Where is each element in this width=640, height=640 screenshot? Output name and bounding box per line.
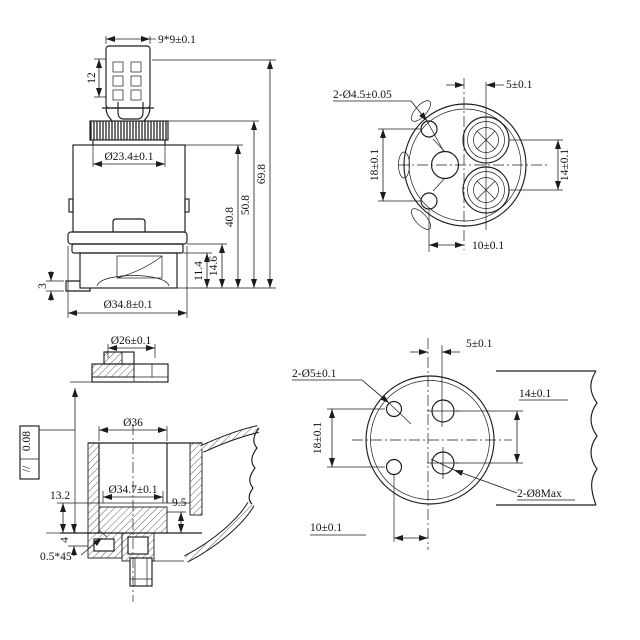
dim-port-span: 14±0.1 — [559, 149, 571, 181]
cartridge-bottom-view: 5±0.1 2-Ø4.5±0.05 18±0.1 14±0.1 10±0.1 — [333, 78, 571, 252]
dim-bore-diameter: Ø36 — [123, 417, 143, 429]
dim-skirt-height: 14.6 — [208, 256, 220, 276]
parallelism-symbol: // — [21, 465, 33, 472]
dim-base-height: 11.4 — [193, 261, 205, 281]
dim-step: 4 — [59, 537, 71, 543]
cartridge-side-view: 9*9±0.1 12 Ø23.4±0.1 11.4 14.6 40.8 50.8… — [37, 34, 276, 318]
dim-port-span: 14±0.1 — [519, 388, 551, 400]
dim-pin-offset: 10±0.1 — [310, 522, 342, 534]
dim-stem-length: 12 — [86, 72, 98, 84]
break-line — [248, 427, 260, 505]
dim-foot-height: 3 — [37, 283, 49, 289]
dim-pin-holes: 2-Ø4.5±0.05 — [333, 89, 392, 101]
bottom-view-dimensions: 5±0.1 2-Ø4.5±0.05 18±0.1 14±0.1 10±0.1 — [333, 79, 571, 252]
seat-plan-view: 5±0.1 2-Ø5±0.1 14±0.1 18±0.1 10±0.1 2-Ø8… — [292, 338, 598, 550]
plan-dimensions: 5±0.1 2-Ø5±0.1 14±0.1 18±0.1 10±0.1 2-Ø8… — [292, 338, 575, 541]
dim-seat-diameter: Ø34.7±0.1 — [108, 484, 157, 496]
dim-nut-diameter: Ø26±0.1 — [111, 335, 152, 347]
spout-wall — [184, 425, 260, 563]
dim-total-height: 69.8 — [256, 164, 268, 184]
pin-hole-bottom — [420, 192, 438, 210]
dim-upper-height: 50.8 — [240, 195, 252, 215]
stem-broach-holes — [112, 61, 142, 101]
parallelism-tolerance-frame: 0.08 // — [19, 388, 78, 534]
dim-body-height: 40.8 — [224, 207, 236, 227]
section-dimensions: Ø36 Ø34.7±0.1 13.2 9.5 4 0.5*45° — [40, 417, 187, 563]
pin-hole-top — [385, 400, 403, 418]
dim-pin-span: 18±0.1 — [369, 149, 381, 181]
dim-port-holes: 2-Ø8Max — [517, 488, 562, 500]
dim-pin-holes: 2-Ø5±0.1 — [292, 368, 337, 380]
knurled-ring — [89, 120, 169, 141]
base-foot — [65, 280, 91, 292]
tolerance-value: 0.08 — [21, 431, 33, 451]
flange-ring — [67, 231, 188, 245]
dim-depth-left: 13.2 — [50, 490, 70, 502]
dim-pin-offset: 10±0.1 — [472, 240, 504, 252]
faucet-body-section: Ø36 Ø34.7±0.1 13.2 9.5 4 0.5*45° — [40, 417, 260, 602]
dim-port-offset: 5±0.1 — [466, 338, 493, 350]
pin-hole-bottom — [385, 458, 403, 476]
dim-stem-square: 9*9±0.1 — [158, 34, 196, 46]
dim-neck-diameter: Ø23.4±0.1 — [104, 151, 153, 163]
cartridge-base — [79, 252, 178, 289]
body-break-edge — [496, 370, 598, 506]
side-view-dimensions: 9*9±0.1 12 Ø23.4±0.1 11.4 14.6 40.8 50.8… — [37, 34, 276, 318]
body-index-tab — [112, 218, 146, 232]
dim-base-diameter: Ø34.8±0.1 — [103, 299, 152, 311]
dim-depth-right: 9.5 — [172, 497, 187, 509]
mounting-nut-section: Ø26±0.1 — [70, 335, 169, 383]
dim-chamfer: 0.5*45° — [40, 551, 77, 563]
dim-port-offset: 5±0.1 — [506, 79, 533, 91]
stem-slot — [117, 102, 144, 120]
dim-pin-span: 18±0.1 — [312, 422, 324, 454]
